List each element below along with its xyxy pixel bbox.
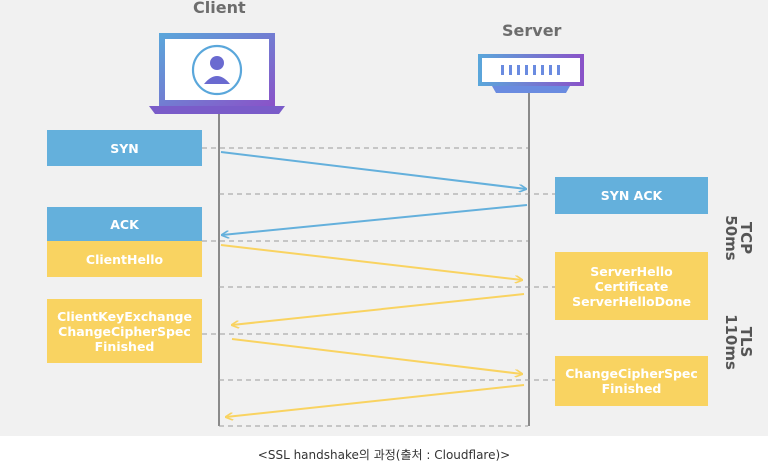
server-title: Server bbox=[502, 21, 562, 40]
tls-phase-label: TLS 110ms bbox=[722, 314, 755, 370]
server-hello-arrow bbox=[232, 293, 525, 325]
syn-ack-arrow bbox=[222, 204, 528, 235]
key-exchange-arrow bbox=[231, 338, 522, 374]
tcp-phase-label: TCP 50ms bbox=[722, 215, 755, 261]
syn-box: SYN bbox=[47, 130, 202, 166]
syn-ack-box: SYN ACK bbox=[555, 177, 708, 214]
syn-arrow bbox=[220, 151, 526, 189]
figure-caption: <SSL handshake의 과정(출처 : Cloudflare)> bbox=[257, 448, 511, 462]
server-icon bbox=[478, 54, 584, 93]
client-hello-arrow bbox=[220, 244, 522, 280]
ack-box: ACK bbox=[47, 207, 202, 241]
server-hello-box: ServerHello Certificate ServerHelloDone bbox=[555, 252, 708, 320]
change-cipher-arrow bbox=[226, 384, 525, 417]
key-exchange-box: ClientKeyExchange ChangeCipherSpec Finis… bbox=[47, 299, 202, 363]
laptop-icon bbox=[149, 33, 285, 114]
handshake-diagram bbox=[149, 33, 584, 427]
client-title: Client bbox=[193, 0, 246, 17]
client-hello-box: ClientHello bbox=[47, 241, 202, 277]
change-cipher-box: ChangeCipherSpec Finished bbox=[555, 356, 708, 406]
dashed-guides bbox=[202, 147, 555, 427]
